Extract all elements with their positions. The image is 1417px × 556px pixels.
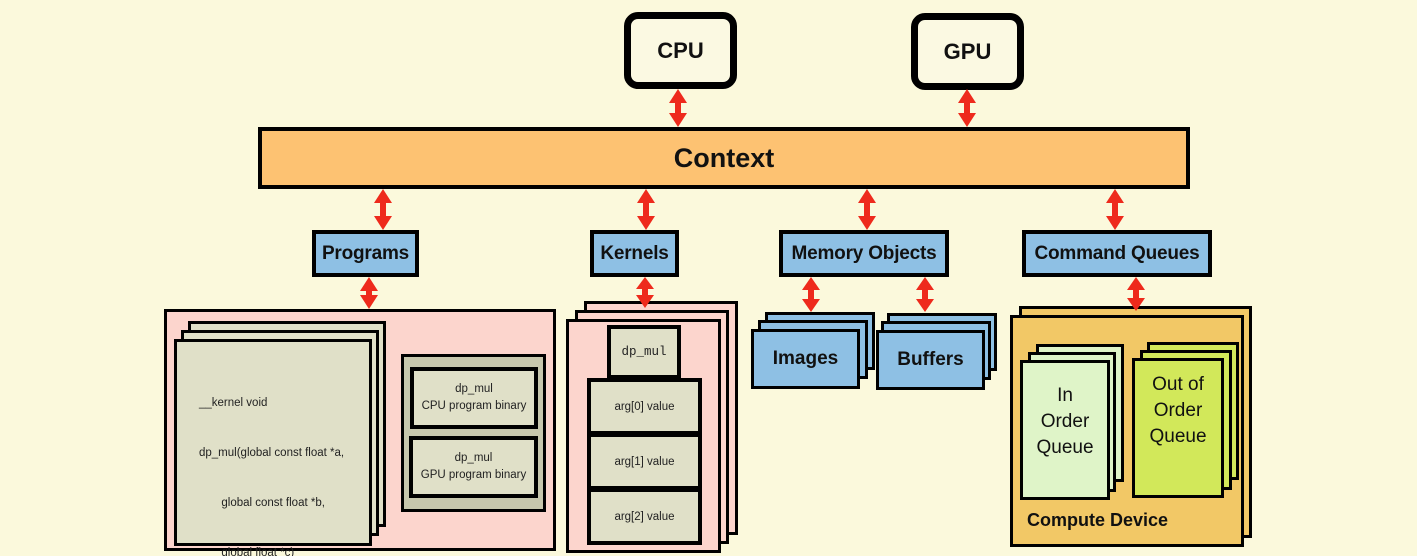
cpu-label: CPU (657, 37, 704, 63)
kernels-label: Kernels (600, 242, 669, 264)
kernel-arg-label: arg[2] value (614, 510, 675, 523)
binary-desc: GPU program binary (420, 469, 527, 481)
programs-box: Programs (312, 230, 419, 277)
images-object: Images (751, 329, 860, 389)
queue-label-line: In (1057, 385, 1073, 406)
kernel-arg-2: arg[2] value (587, 488, 702, 545)
program-source-sheet: __kernel void dp_mul(global const float … (174, 339, 372, 556)
binary-name: dp_mul (455, 383, 493, 395)
cpu-device: CPU (624, 12, 737, 89)
memory-objects-label: Memory Objects (791, 242, 937, 264)
queue-label-line: Queue (1036, 437, 1094, 458)
arrow-cpu-context (669, 89, 687, 127)
arrow-context-queues (1106, 189, 1124, 230)
command-queues-label: Command Queues (1034, 242, 1200, 264)
code-line: global const float *b, (199, 496, 325, 509)
compute-device-label: Compute Device (1027, 510, 1169, 530)
out-of-order-queue: Out of Order Queue (1132, 358, 1224, 498)
program-source-code: __kernel void dp_mul(global const float … (199, 362, 369, 556)
binary-name: dp_mul (454, 452, 493, 464)
arrow-context-kernels (637, 189, 655, 230)
kernel-arg-label: arg[1] value (614, 455, 675, 468)
kernel-name: dp_mul (621, 345, 667, 359)
kernel-name-box: dp_mul (607, 325, 681, 379)
gpu-program-binary: dp_mul GPU program binary (409, 436, 538, 498)
command-queues-box: Command Queues (1022, 230, 1212, 277)
binary-desc: CPU program binary (421, 400, 527, 412)
code-line: dp_mul(global const float *a, (199, 446, 345, 459)
gpu-label: GPU (943, 38, 992, 64)
context-bar: Context (258, 127, 1190, 189)
queue-label-line: Out of (1152, 374, 1204, 395)
buffers-label: Buffers (897, 349, 964, 370)
queue-label-line: Order (1153, 400, 1203, 421)
code-line: __kernel void (199, 397, 268, 410)
arrow-memory-buffers (916, 277, 934, 312)
queue-label-line: Order (1040, 411, 1090, 432)
context-label: Context (673, 142, 775, 173)
gpu-device: GPU (911, 13, 1024, 90)
arrow-context-memory (858, 189, 876, 230)
arrow-queues-device (1127, 277, 1145, 311)
images-label: Images (772, 348, 839, 369)
memory-objects-box: Memory Objects (779, 230, 949, 277)
programs-label: Programs (321, 242, 410, 264)
arrow-memory-images (802, 277, 820, 312)
buffers-object: Buffers (876, 330, 985, 390)
arrow-gpu-context (958, 89, 976, 127)
arrow-kernels-panel (636, 277, 654, 308)
queue-label-line: Queue (1149, 426, 1207, 447)
cpu-program-binary: dp_mul CPU program binary (410, 367, 538, 429)
kernel-arg-label: arg[0] value (614, 400, 675, 413)
arrow-programs-panel (360, 277, 378, 309)
code-line: global float *c) (199, 546, 295, 556)
kernels-box: Kernels (590, 230, 679, 277)
arrow-context-programs (374, 189, 392, 230)
in-order-queue: In Order Queue (1020, 360, 1110, 500)
